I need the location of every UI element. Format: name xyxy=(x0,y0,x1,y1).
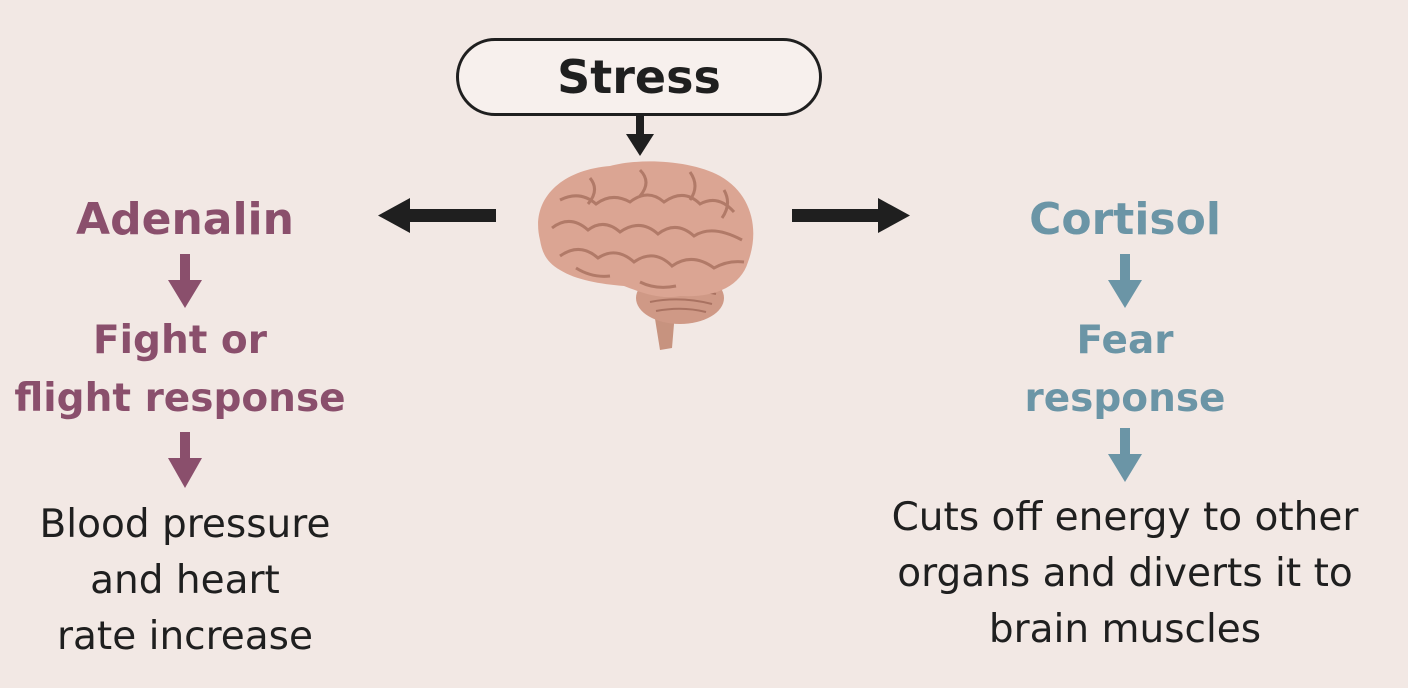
cortisol-effect: Cuts off energy to other organs and dive… xyxy=(860,490,1390,658)
response-line-2: response xyxy=(1024,376,1226,421)
brain-icon xyxy=(538,161,754,350)
adrenaline-arrow-1 xyxy=(168,254,202,308)
effect-line-3: rate increase xyxy=(57,614,313,659)
brain-to-cortisol-arrow xyxy=(792,198,910,233)
adrenaline-effect: Blood pressure and heart rate increase xyxy=(20,497,350,665)
effect-line-2: organs and diverts it to xyxy=(897,551,1353,596)
cortisol-label: Cortisol xyxy=(1029,194,1221,245)
adrenaline-arrow-2 xyxy=(168,432,202,488)
adrenaline-label: Adenalin xyxy=(76,194,294,245)
response-line-1: Fight or xyxy=(93,318,267,363)
effect-line-1: Blood pressure xyxy=(39,502,331,547)
brain-to-adrenaline-arrow xyxy=(378,198,496,233)
stress-node: Stress xyxy=(456,38,822,116)
effect-line-2: and heart xyxy=(90,558,280,603)
response-line-2: flight response xyxy=(14,376,346,421)
stress-to-brain-arrow xyxy=(626,116,654,156)
cortisol-arrow-1 xyxy=(1108,254,1142,308)
response-line-1: Fear xyxy=(1076,318,1174,363)
cortisol-arrow-2 xyxy=(1108,428,1142,482)
effect-line-1: Cuts off energy to other xyxy=(891,495,1359,540)
effect-line-3: brain muscles xyxy=(988,607,1262,652)
fight-or-flight-response: Fight or flight response xyxy=(10,312,350,428)
stress-label: Stress xyxy=(557,50,721,104)
fear-response: Fear response xyxy=(1000,312,1250,428)
